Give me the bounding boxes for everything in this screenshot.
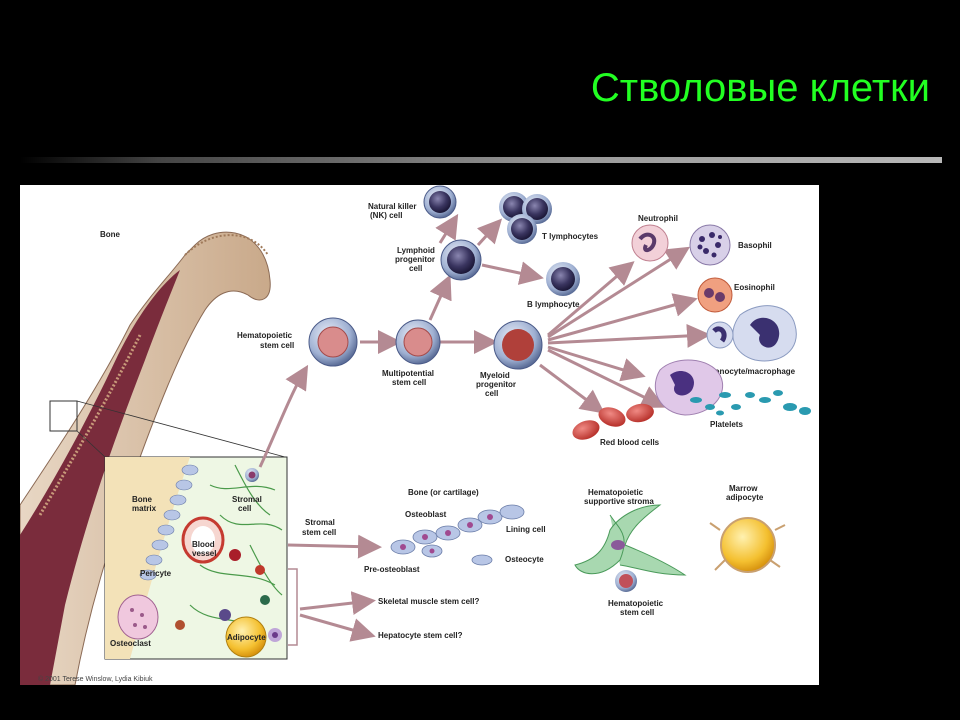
osteoblast-cells [390, 504, 525, 566]
neutrophil [631, 224, 669, 262]
label-bone-matrix-2: matrix [132, 504, 157, 513]
zoom-marker [49, 400, 78, 432]
label-stroma-2: supportive stroma [584, 497, 654, 506]
label-marrow-adipocyte-2: adipocyte [726, 493, 764, 502]
label-hsc2-2: stem cell [620, 608, 654, 617]
label-osteoblast: Osteoblast [405, 510, 447, 519]
label-marrow-adipocyte-1: Marrow [729, 484, 758, 493]
label-bone-cartilage: Bone (or cartilage) [408, 488, 479, 497]
label-hsc-2: stem cell [260, 341, 294, 350]
b-lymphocyte [546, 262, 580, 296]
label-multipotential-2: stem cell [392, 378, 426, 387]
label-skeletal-muscle: Skeletal muscle stem cell? [378, 597, 480, 606]
eosinophil [697, 277, 733, 313]
label-osteoclast: Osteoclast [110, 639, 151, 648]
label-stroma-1: Hematopoietic [588, 488, 644, 497]
label-myeloid-3: cell [485, 389, 498, 398]
red-blood-cells [572, 403, 654, 440]
label-stromal-cell-1: Stromal [232, 495, 262, 504]
label-basophil: Basophil [738, 241, 772, 250]
diagram-svg: Bone Bone matrix Stromal cell Blood [20, 185, 811, 685]
label-lymphoid-1: Lymphoid [397, 246, 435, 255]
label-bone: Bone [100, 230, 121, 239]
label-hepatocyte: Hepatocyte stem cell? [378, 631, 463, 640]
monocyte-macrophage [706, 305, 797, 362]
label-pericyte: Pericyte [140, 569, 172, 578]
label-myeloid-2: progenitor [476, 380, 516, 389]
label-myeloid-1: Myeloid [480, 371, 510, 380]
label-stromal-stem-2: stem cell [302, 528, 336, 537]
label-platelets: Platelets [710, 420, 743, 429]
platelets-and-macrophage [654, 359, 811, 416]
label-lymphoid-2: progenitor [395, 255, 435, 264]
basophil [689, 224, 731, 266]
label-stromal-stem-1: Stromal [305, 518, 335, 527]
myeloid-progenitor-cell [493, 320, 543, 370]
t-lymphocytes [499, 192, 552, 244]
label-hsc-1: Hematopoietic [237, 331, 293, 340]
label-bone-matrix-1: Bone [132, 495, 153, 504]
label-t-lymphocytes: T lymphocytes [542, 232, 599, 241]
nk-cell [423, 185, 457, 219]
stem-cell-diagram: Bone Bone matrix Stromal cell Blood [20, 185, 819, 685]
label-lymphoid-3: cell [409, 264, 422, 273]
supportive-stroma [574, 504, 687, 592]
label-lining-cell: Lining cell [506, 525, 546, 534]
marrow-adipocyte [709, 517, 786, 573]
label-multipotential-1: Multipotential [382, 369, 434, 378]
hematopoietic-stem-cell [308, 317, 358, 367]
label-osteocyte: Osteocyte [505, 555, 544, 564]
label-blood-vessel-1: Blood [192, 540, 215, 549]
label-nk-1: Natural killer [368, 202, 416, 211]
label-neutrophil: Neutrophil [638, 214, 678, 223]
slide-title: Стволовые клетки [590, 66, 930, 110]
label-pre-osteoblast: Pre-osteoblast [364, 565, 420, 574]
label-rbc: Red blood cells [600, 438, 660, 447]
title-divider [20, 157, 942, 163]
label-monocyte: Monocyte/macrophage [708, 367, 796, 376]
marrow-inset [104, 456, 288, 660]
label-adipocyte: Adipocyte [227, 633, 266, 642]
label-hsc2-1: Hematopoietic [608, 599, 664, 608]
lymphoid-progenitor-cell [440, 239, 482, 281]
multipotential-stem-cell [395, 319, 441, 365]
label-stromal-cell-2: cell [238, 504, 251, 513]
copyright-note: © 2001 Terese Winslow, Lydia Kibiuk [38, 675, 153, 683]
label-eosinophil: Eosinophil [734, 283, 775, 292]
differentiation-arrows [258, 213, 711, 642]
label-nk-2: (NK) cell [370, 211, 402, 220]
label-blood-vessel-2: vessel [192, 549, 216, 558]
label-b-lymphocyte: B lymphocyte [527, 300, 580, 309]
